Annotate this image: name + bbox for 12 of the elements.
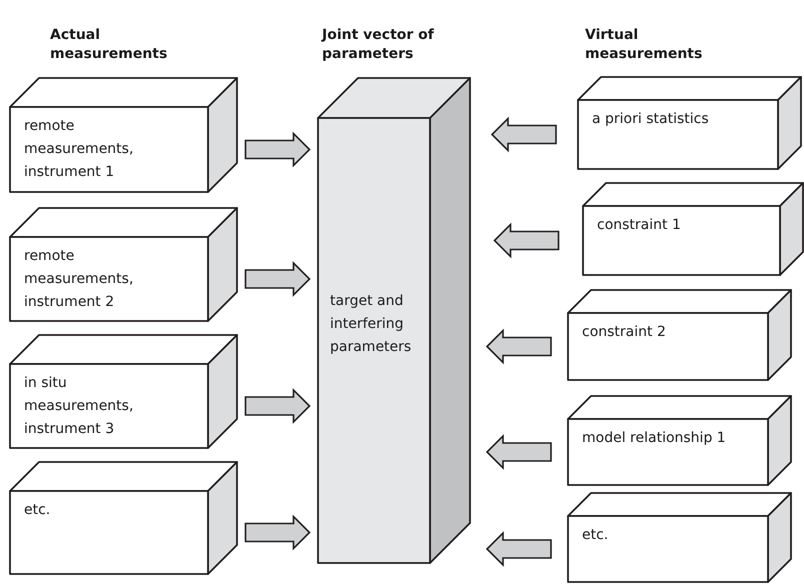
- column-heading: Joint vector of parameters: [322, 26, 435, 64]
- column-heading: Actual measurements: [50, 26, 168, 64]
- block-arrow: [490, 116, 557, 152]
- block-arrow: [486, 328, 552, 364]
- block-arrow: [486, 531, 552, 567]
- block-arrow: [244, 514, 311, 550]
- block-arrow: [493, 222, 560, 258]
- block-arrow: [244, 388, 311, 424]
- block-arrow: [486, 434, 552, 470]
- block-arrow: [244, 261, 311, 297]
- block-arrow: [244, 132, 311, 168]
- column-heading: Virtual measurements: [585, 26, 704, 64]
